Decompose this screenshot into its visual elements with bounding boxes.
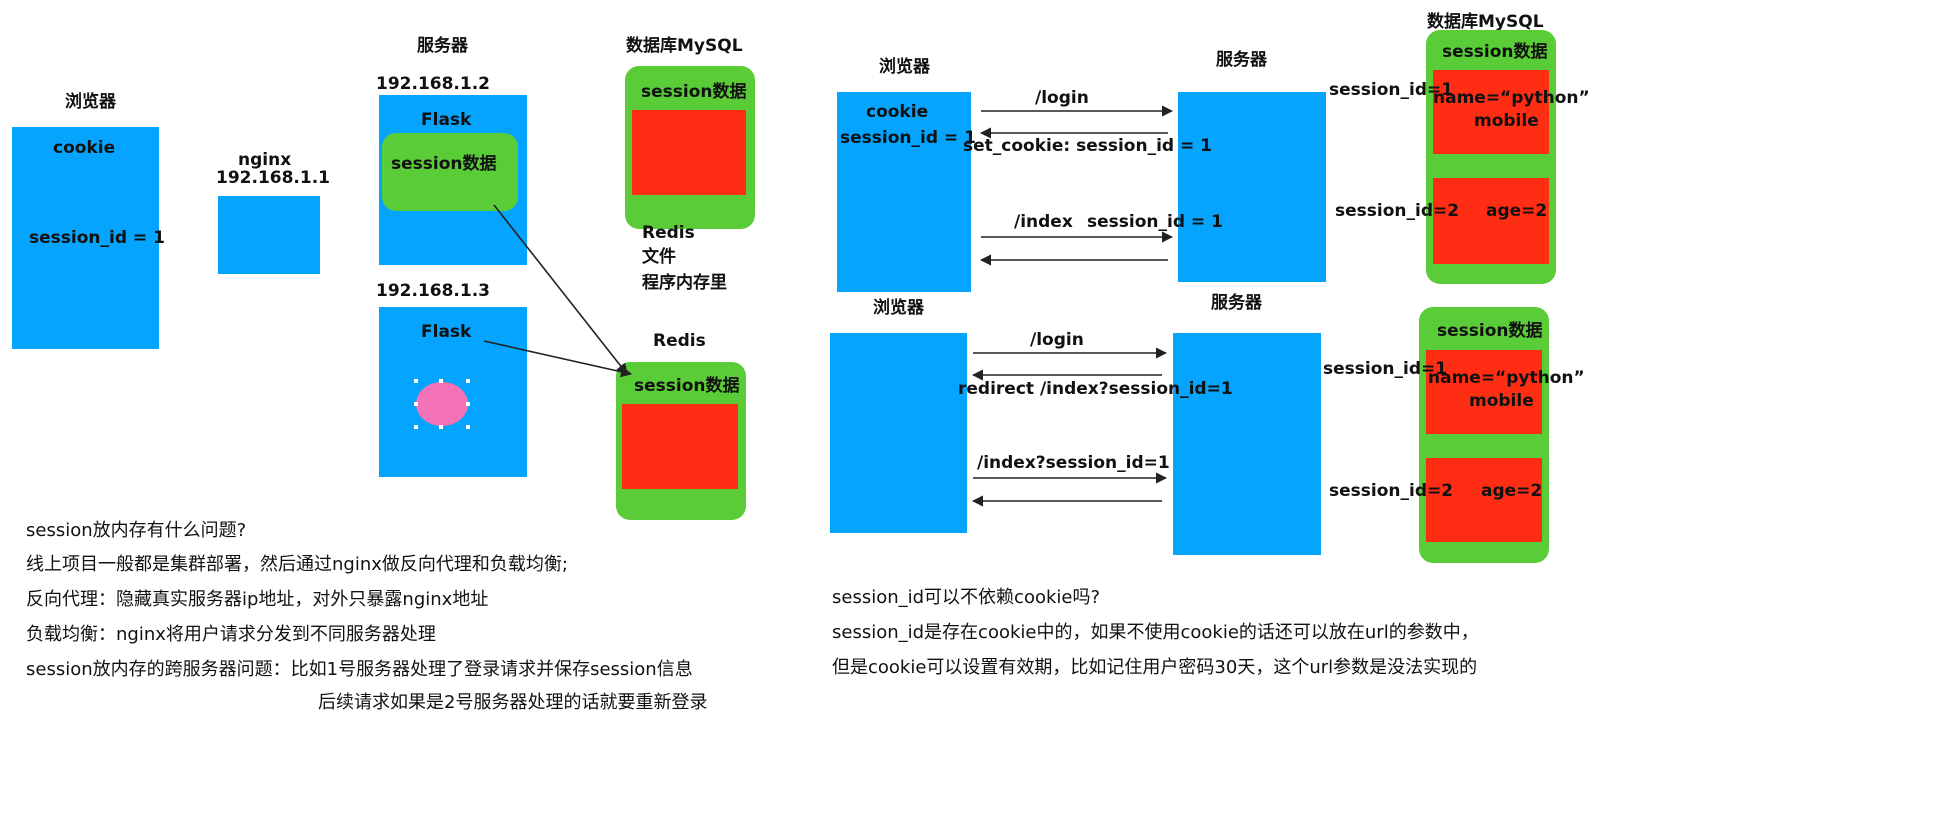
rt-browser-box (837, 92, 971, 292)
rt-mysql-title: 数据库MySQL (1427, 12, 1544, 32)
rt-req-index: /index (1014, 212, 1073, 232)
left-note-2: 反向代理：隐藏真实服务器ip地址，对外只暴露nginx地址 (26, 589, 489, 610)
redis-session-label: session数据 (634, 376, 740, 396)
left-note-5: 后续请求如果是2号服务器处理的话就要重新登录 (318, 692, 708, 713)
server1-session-box (382, 133, 518, 211)
server1-flask: Flask (421, 110, 472, 130)
left-mysql-session-label: session数据 (641, 82, 747, 102)
left-note-4: session放内存的跨服务器问题：比如1号服务器处理了登录请求并保存sessi… (26, 659, 693, 680)
rb-server-box (1173, 333, 1321, 555)
right-note-1: session_id是存在cookie中的，如果不使用cookie的话还可以放在… (832, 622, 1479, 643)
rt-entry1-block (1433, 70, 1549, 154)
rb-entry2-val: age=2 (1481, 481, 1543, 501)
rt-entry1-val-2: mobile (1474, 111, 1539, 131)
right-note-0: session_id可以不依赖cookie吗? (832, 587, 1101, 608)
server2-ip: 192.168.1.3 (376, 281, 491, 301)
rb-server-title: 服务器 (1211, 293, 1262, 313)
right-note-2: 但是cookie可以设置有效期，比如记住用户密码30天，这个url参数是没法实现… (832, 657, 1478, 678)
rt-browser-cookie: cookie (866, 102, 929, 122)
rb-session-store-title: session数据 (1437, 321, 1543, 341)
rt-req-index-session: session_id = 1 (1087, 212, 1223, 232)
left-note-3: 负载均衡：nginx将用户请求分发到不同服务器处理 (26, 624, 436, 645)
left-mysql-title: 数据库MySQL (626, 36, 743, 56)
redis-title: Redis (653, 331, 706, 351)
rt-resp-set-cookie: set_cookie: session_id = 1 (963, 136, 1212, 156)
left-note-0: session放内存有什么问题? (26, 520, 247, 541)
nginx-label: nginx (238, 150, 292, 170)
rt-browser-session-id: session_id = 1 (840, 128, 976, 148)
rt-entry2-block (1433, 178, 1549, 264)
left-server-title: 服务器 (417, 36, 468, 56)
storage-option-memory: 程序内存里 (642, 273, 727, 293)
nginx-box (218, 196, 320, 274)
rt-entry1-key: session_id=1 (1329, 80, 1454, 100)
rb-req-index: /index?session_id=1 (977, 453, 1170, 473)
server2-flask: Flask (421, 322, 472, 342)
storage-option-redis: Redis (642, 223, 695, 243)
storage-option-file: 文件 (642, 247, 676, 267)
rt-session-store-title: session数据 (1442, 42, 1548, 62)
server1-session-label: session数据 (391, 154, 497, 174)
rb-entry1-val-1: name=“python” (1428, 368, 1585, 388)
server1-ip: 192.168.1.2 (376, 74, 491, 94)
rb-entry1-val-2: mobile (1469, 391, 1534, 411)
rt-entry2-val: age=2 (1486, 201, 1548, 221)
arrow-server1-to-redis (493, 204, 628, 375)
left-note-1: 线上项目一般都是集群部署，然后通过nginx做反向代理和负载均衡; (26, 554, 568, 575)
rb-entry1-block (1426, 350, 1542, 434)
rb-browser-title: 浏览器 (873, 298, 924, 318)
rb-browser-box (830, 333, 967, 533)
rt-server-title: 服务器 (1216, 50, 1267, 70)
left-mysql-red-block (632, 110, 746, 195)
rb-entry2-key: session_id=2 (1329, 481, 1454, 501)
left-browser-session-id: session_id = 1 (29, 228, 165, 248)
redis-red-block (622, 404, 738, 489)
rb-entry1-key: session_id=1 (1323, 359, 1448, 379)
rb-req-login: /login (1030, 330, 1084, 350)
left-browser-cookie: cookie (53, 138, 116, 158)
rt-entry1-val-1: name=“python” (1433, 88, 1590, 108)
left-browser-box (12, 127, 159, 349)
rt-entry2-key: session_id=2 (1335, 201, 1460, 221)
rt-server-box (1178, 92, 1326, 282)
nginx-ip: 192.168.1.1 (216, 168, 331, 188)
rt-req-login: /login (1035, 88, 1089, 108)
pink-ellipse-shape (414, 379, 470, 429)
left-browser-title: 浏览器 (65, 92, 116, 112)
rb-entry2-block (1426, 458, 1542, 542)
rb-resp-redirect: redirect /index?session_id=1 (958, 379, 1233, 399)
arrow-server2-to-redis (483, 340, 633, 378)
rt-browser-title: 浏览器 (879, 57, 930, 77)
